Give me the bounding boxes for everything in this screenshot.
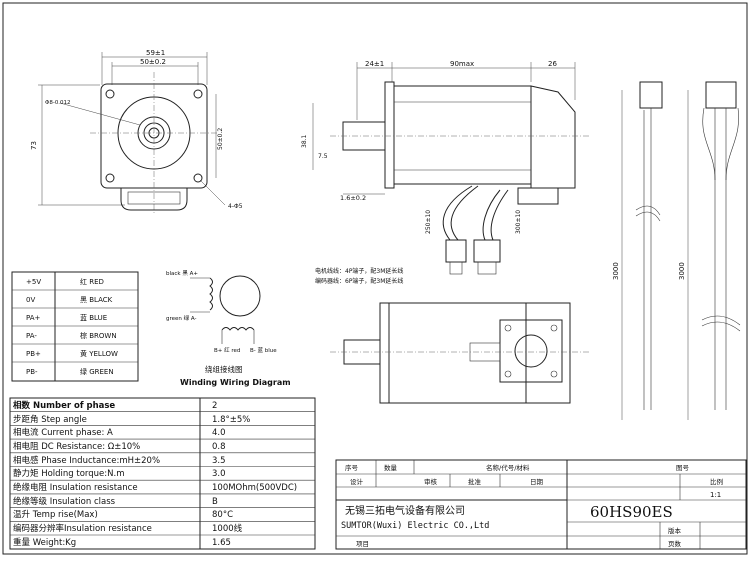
tb-model: 60HS90ES [590, 503, 673, 521]
spec-label: 步距角 Step angle [13, 414, 87, 425]
wire-color: 黑 BLACK [80, 296, 113, 304]
front-view: 59±1 50±0.2 73 Φ8-0.012 50±0.2 4-Φ5 [30, 49, 243, 215]
dim-front-vertical: 50±0.2 [217, 128, 224, 150]
top-view [330, 302, 590, 404]
spec-value: 1.8°±5% [212, 415, 250, 425]
cable-connector-2 [705, 81, 737, 109]
side-view: 24±1 90max 26 38.1 7.5 1.6±0.2 250±10 30… [301, 60, 590, 285]
tb-design: 设计 [350, 477, 364, 486]
spec-label: 温升 Temp rise(Max) [13, 509, 98, 520]
dim-cable-len-1: 3000 [612, 262, 620, 280]
winding-b-plus: B+ 红 red [214, 346, 240, 354]
spec-value: B [212, 497, 218, 507]
dim-side-small: 7.5 [318, 153, 328, 160]
spec-value: 3.5 [212, 456, 226, 466]
winding-title-en: Winding Wiring Diagram [180, 378, 291, 387]
dim-cable-len-2: 3000 [678, 262, 686, 280]
tb-company-en: SUMTOR(Wuxi) Electric CO.,Ltd [341, 521, 489, 531]
spec-label: 相电流 Current phase: A [13, 427, 113, 438]
extension-cables: 3000 3000 [612, 81, 741, 420]
wire-color: 绿 GREEN [80, 367, 114, 376]
dim-front-height: 73 [30, 141, 38, 150]
spec-label: 相电阻 DC Resistance: Ω±10% [13, 441, 140, 452]
motor-body [393, 85, 532, 185]
tb-scale: 比例 [710, 477, 723, 486]
tb-name: 名称/代号/材料 [486, 463, 530, 472]
dim-side-left: 24±1 [365, 60, 384, 68]
wire-pin: 0V [26, 296, 35, 304]
spec-value: 3.0 [212, 469, 226, 479]
spec-label: 相电感 Phase Inductance:mH±20% [13, 455, 160, 466]
wire-pin: PA+ [26, 314, 41, 322]
spec-value: 4.0 [212, 428, 226, 438]
winding-a-plus: black 黑 A+ [166, 270, 198, 277]
dim-shaft-dia: Φ8-0.012 [45, 100, 71, 106]
dim-side-right: 26 [548, 60, 557, 68]
wire-pin: PB+ [26, 350, 41, 358]
wire-color: 蓝 BLUE [80, 313, 107, 322]
spec-label: 绝缘等级 Insulation class [13, 496, 116, 507]
spec-value: 1000线 [212, 523, 243, 534]
winding-title-cn: 绕组接线图 [205, 364, 243, 374]
winding-b-minus: B- 蓝 blue [250, 346, 277, 354]
spec-label: 绝缘电阻 Insulation resistance [13, 482, 138, 493]
title-block: 序号 数量 名称/代号/材料 图号 设计 审核 批准 日期 比例 1:1 无锡三… [335, 459, 747, 550]
tb-company-cn: 无锡三拓电气设备有限公司 [345, 504, 465, 517]
top-body [388, 302, 527, 404]
winding-a-minus: green 绿 A- [166, 314, 197, 322]
winding-diagram: black 黑 A+ green 绿 A- B+ 红 red B- 蓝 blue… [166, 270, 291, 387]
tb-approve: 批准 [468, 477, 482, 486]
dim-cable-left: 250±10 [425, 210, 432, 234]
cable-connector-1 [639, 81, 663, 109]
spec-label: 编码器分辨率Insulation resistance [13, 523, 152, 534]
spec-label: 重量 Weight:Kg [13, 537, 76, 548]
tb-project: 项目 [356, 540, 369, 548]
spec-value: 2 [212, 401, 217, 411]
spec-value: 80°C [212, 510, 233, 520]
cable-note-motor: 电机线线：4P端子，配3M延长线 [315, 267, 403, 275]
top-encoder-plate [499, 319, 563, 383]
spec-label: 静力矩 Holding torque:N.m [13, 468, 125, 479]
dim-side-step: 1.6±0.2 [340, 194, 366, 202]
encoder-connector [473, 239, 501, 263]
dim-front-outer: 59±1 [146, 49, 165, 57]
motor-connector [445, 239, 467, 263]
dim-cable-right: 300±10 [515, 210, 522, 234]
tb-pages: 页数 [668, 539, 682, 548]
motor-symbol [219, 275, 261, 317]
cable-note-encoder: 编码器线：6P端子，配3M延长线 [315, 277, 403, 285]
wire-color: 黄 YELLOW [80, 349, 118, 358]
tb-scale-value: 1:1 [710, 491, 721, 499]
spec-table: 相数 Number of phase 2 步距角 Step angle 1.8°… [9, 397, 316, 550]
wire-pin: PA- [26, 332, 37, 340]
tb-date: 日期 [530, 478, 544, 486]
wiring-table: +5V 红 RED 0V 黑 BLACK PA+ 蓝 BLUE PA- 棕 BR… [11, 271, 139, 382]
tb-qty: 数量 [384, 463, 398, 472]
spec-value: 100MOhm(500VDC) [212, 483, 297, 493]
dim-mount-holes: 4-Φ5 [228, 203, 243, 210]
wire-pin: PB- [26, 368, 38, 376]
tb-seq: 序号 [345, 463, 359, 472]
dim-side-shaft-dia: 38.1 [301, 134, 308, 148]
tb-drawing: 图号 [676, 464, 690, 472]
spec-label: 相数 Number of phase [13, 400, 115, 411]
wire-color: 棕 BROWN [80, 331, 117, 340]
wire-color: 红 RED [80, 277, 104, 286]
dim-front-inner: 50±0.2 [140, 58, 166, 66]
spec-value: 1.65 [212, 538, 231, 548]
wire-pin: +5V [26, 278, 41, 286]
dim-side-body: 90max [450, 60, 474, 68]
tb-version: 版本 [668, 526, 682, 535]
encoder-housing [530, 85, 576, 189]
tb-review: 审核 [424, 477, 438, 486]
spec-value: 0.8 [212, 442, 226, 452]
